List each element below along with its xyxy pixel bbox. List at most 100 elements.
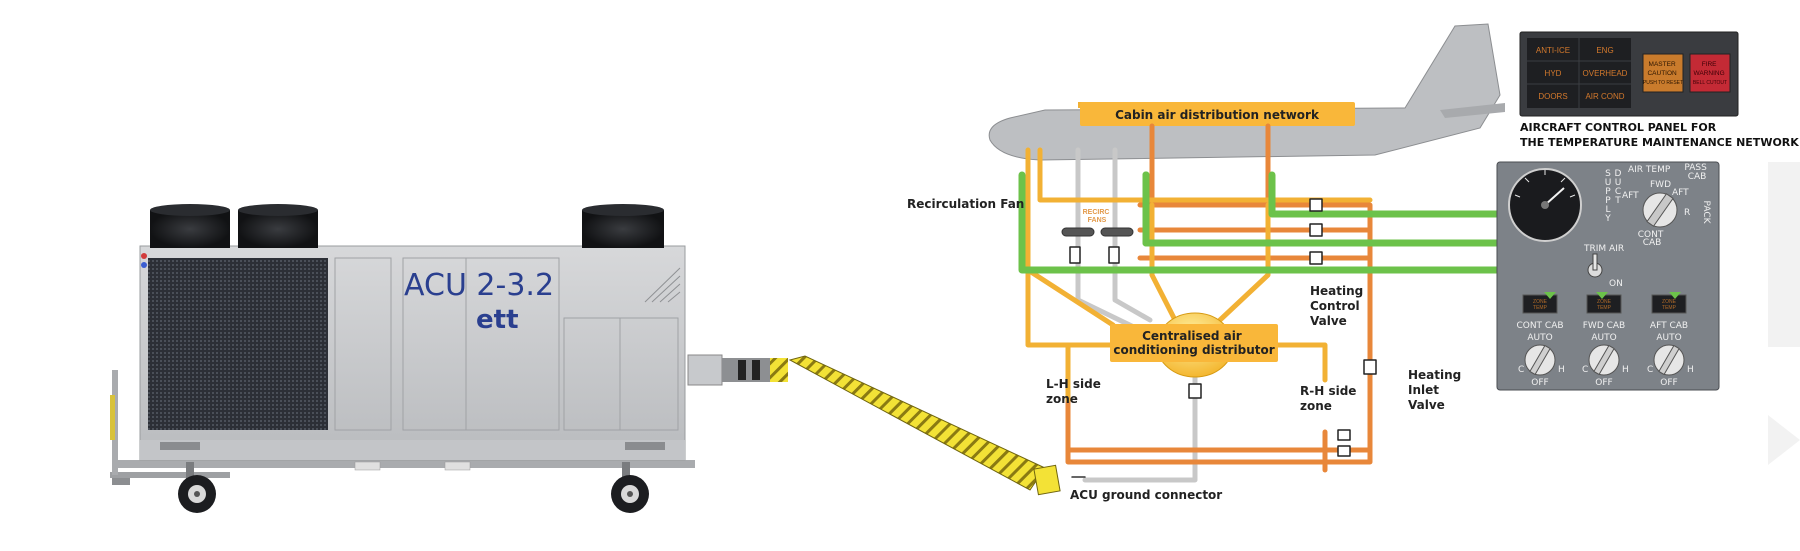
fwd-cab-off: OFF bbox=[1595, 378, 1612, 388]
cabin-network-pill bbox=[1080, 102, 1355, 126]
aircraft-control-panel: ANTI-ICE ENG HYD OVERHEAD DOORS AIR COND… bbox=[1519, 31, 1739, 117]
annunciator-doors: DOORS bbox=[1538, 92, 1567, 101]
cont-cab-line-2: CAB bbox=[1643, 238, 1662, 248]
zt-cont-2: TEMP bbox=[1533, 305, 1548, 311]
distributor-pill bbox=[1110, 324, 1278, 362]
wheel-left bbox=[178, 462, 216, 513]
master-caution-text: MASTER CAUTION PUSH TO RESET bbox=[1643, 61, 1683, 86]
fire-warning-text: FIRE WARNING BELL CUTOUT bbox=[1693, 61, 1727, 86]
fan-2 bbox=[238, 204, 318, 248]
annunciator-hyd: HYD bbox=[1545, 69, 1562, 78]
annunciator-air-cond: AIR COND bbox=[1585, 92, 1624, 101]
hcv-line-2: Control bbox=[1310, 299, 1360, 313]
selector-aft-upper: AFT bbox=[1672, 188, 1689, 198]
distributor-line-2: conditioning distributor bbox=[1113, 343, 1274, 357]
louvre-grille bbox=[644, 267, 681, 303]
fw-line-2: WARNING bbox=[1694, 70, 1725, 77]
temperature-gauge bbox=[1508, 168, 1582, 242]
acu-unit: ACU 2-3.2 ett bbox=[110, 204, 695, 513]
hcv-line-3: Valve bbox=[1310, 314, 1347, 328]
supply-duct-letter: S bbox=[1605, 169, 1611, 179]
selector-r: R bbox=[1684, 208, 1690, 218]
aft-cab-knob[interactable]: AUTO C H OFF bbox=[1647, 333, 1694, 388]
wheel-right bbox=[611, 462, 649, 513]
caption-line-2: THE TEMPERATURE MAINTENANCE NETWORK bbox=[1520, 136, 1799, 149]
acu-model-label: ACU 2-3.2 bbox=[404, 268, 554, 303]
hiv-line-2: Inlet bbox=[1408, 383, 1439, 397]
knob-label-fwd-cab: FWD CAB bbox=[1583, 321, 1625, 331]
hiv-line-3: Valve bbox=[1408, 398, 1445, 412]
pass-cab-label: PASS CAB bbox=[1684, 163, 1709, 182]
heating-inlet-valve-label: Heating Inlet Valve bbox=[1408, 368, 1465, 412]
hcv-line-1: Heating bbox=[1310, 284, 1363, 298]
fan-1 bbox=[150, 204, 230, 248]
lh-zone-line-1: L-H side bbox=[1046, 377, 1101, 391]
cont-cab-line-1: CONT bbox=[1638, 230, 1664, 240]
caption-line-1: AIRCRAFT CONTROL PANEL FOR bbox=[1520, 121, 1717, 134]
aft-cab-off: OFF bbox=[1660, 378, 1677, 388]
lh-zone-line-2: zone bbox=[1046, 392, 1078, 406]
annunciator-grid: ANTI-ICE ENG HYD OVERHEAD DOORS AIR COND bbox=[1536, 46, 1628, 101]
condenser-grill bbox=[148, 258, 328, 430]
cont-cab-h: H bbox=[1558, 365, 1565, 375]
zt-aft-2: TEMP bbox=[1662, 305, 1677, 311]
cont-cab-knob[interactable]: AUTO C H OFF bbox=[1518, 333, 1565, 388]
annunciator-anti-ice: ANTI-ICE bbox=[1536, 46, 1570, 55]
fw-line-1: FIRE bbox=[1702, 61, 1717, 68]
supply-duct-letter: P bbox=[1605, 196, 1611, 206]
fwd-cab-c: C bbox=[1582, 365, 1588, 375]
fan-3 bbox=[582, 204, 664, 248]
fire-warning-button[interactable]: FIRE WARNING BELL CUTOUT bbox=[1689, 53, 1731, 93]
trim-air-label: TRIM AIR bbox=[1583, 244, 1624, 254]
hiv-line-1: Heating bbox=[1408, 368, 1461, 382]
right-edge-decor bbox=[1768, 162, 1800, 465]
acu-outlet-hose bbox=[687, 354, 1061, 496]
heating-control-valve-label: Heating Control Valve bbox=[1310, 284, 1367, 328]
pass-cab-line-2: CAB bbox=[1688, 172, 1707, 182]
aft-cab-auto: AUTO bbox=[1656, 333, 1681, 343]
air-temp-panel: AIR TEMP PASS CAB FWD AFT AFT R CONT CAB… bbox=[1496, 161, 1720, 391]
lh-zone-label: L-H side zone bbox=[1046, 377, 1105, 406]
supply-duct-letter: D bbox=[1615, 169, 1622, 179]
distributor-label: Centralised air conditioning distributor bbox=[1113, 329, 1274, 357]
supply-duct-letter: Y bbox=[1604, 214, 1611, 224]
rh-zone-line-2: zone bbox=[1300, 399, 1332, 413]
annunciator-eng: ENG bbox=[1596, 46, 1613, 55]
mc-line-3: PUSH TO RESET bbox=[1643, 80, 1683, 86]
zt-aft-1: ZONE bbox=[1662, 299, 1677, 305]
pass-cab-line-1: PASS bbox=[1684, 163, 1707, 173]
rh-zone-line-1: R-H side bbox=[1300, 384, 1356, 398]
selector-aft-left: AFT bbox=[1622, 191, 1639, 201]
knob-label-cont-cab: CONT CAB bbox=[1516, 321, 1563, 331]
rh-zone-label: R-H side zone bbox=[1300, 384, 1361, 413]
recirculation-fan-label: Recirculation Fan bbox=[907, 197, 1024, 211]
master-caution-button[interactable]: MASTER CAUTION PUSH TO RESET bbox=[1642, 53, 1684, 93]
aircraft-silhouette bbox=[988, 23, 1505, 161]
trim-air-switch[interactable] bbox=[1587, 253, 1603, 278]
selector-fwd: FWD bbox=[1650, 180, 1671, 190]
aft-cab-c: C bbox=[1647, 365, 1653, 375]
recirc-fans-line-1: RECIRC bbox=[1083, 209, 1110, 216]
recirc-fans-label: RECIRC FANS bbox=[1083, 209, 1112, 224]
supply-duct-letter: P bbox=[1605, 187, 1611, 197]
fwd-cab-h: H bbox=[1622, 365, 1629, 375]
aft-cab-h: H bbox=[1687, 365, 1694, 375]
supply-duct-letter: L bbox=[1605, 205, 1610, 215]
supply-duct-letter: U bbox=[1615, 178, 1622, 188]
supply-duct-letter: U bbox=[1605, 178, 1612, 188]
pack-label: PACK bbox=[1701, 200, 1711, 224]
valves bbox=[1069, 198, 1377, 457]
mc-line-2: CAUTION bbox=[1647, 70, 1677, 77]
zt-fwd-2: TEMP bbox=[1597, 305, 1612, 311]
cont-cab-auto: AUTO bbox=[1527, 333, 1552, 343]
annunciator-overhead: OVERHEAD bbox=[1583, 69, 1628, 78]
air-temp-selector[interactable] bbox=[1642, 192, 1678, 228]
trim-air-on: ON bbox=[1609, 279, 1623, 289]
fwd-cab-knob[interactable]: AUTO C H OFF bbox=[1582, 333, 1629, 388]
